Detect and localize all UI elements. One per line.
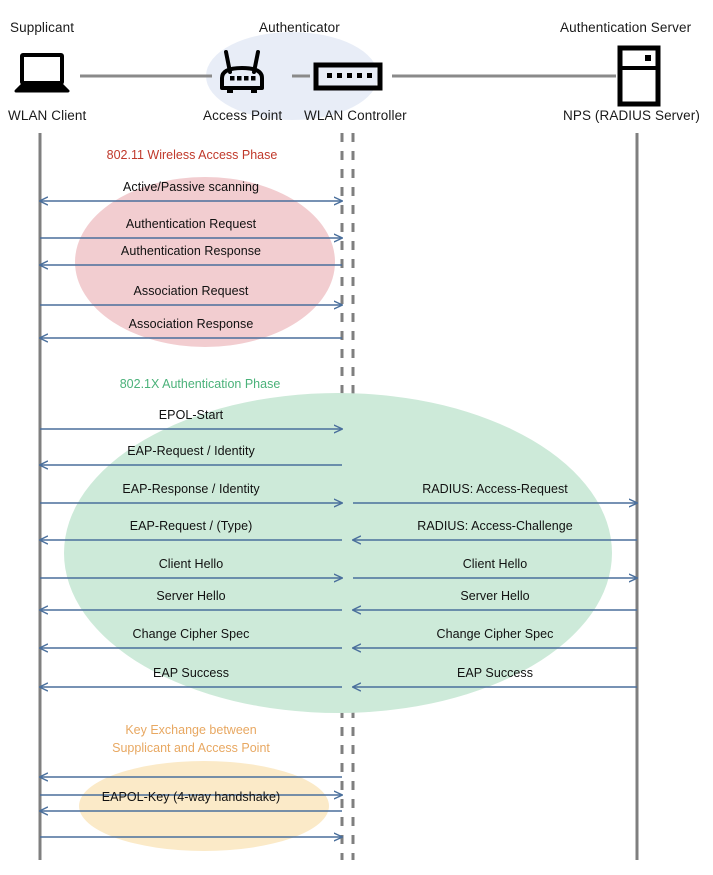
- phase-ellipse-phase-keyexchange: [79, 761, 329, 851]
- actor-name-radius-server: NPS (RADIUS Server): [563, 108, 700, 123]
- phase-label-80211: 802.11 Wireless Access Phase: [107, 146, 278, 164]
- message-label-left-10: Server Hello: [156, 589, 226, 603]
- message-label-left-6: EAP-Request / Identity: [127, 444, 255, 458]
- actor-role-authenticator: Authenticator: [259, 20, 340, 35]
- phase-label-line: 802.1X Authentication Phase: [119, 377, 281, 391]
- phase-label-keyexchange: Key Exchange between Supplicant and Acce…: [112, 721, 270, 757]
- actor-name-wlan-controller: WLAN Controller: [304, 108, 407, 123]
- message-label-right-1: RADIUS: Access-Challenge: [417, 519, 573, 533]
- message-label-left-1: Authentication Request: [125, 217, 257, 231]
- actor-name-wlan-client: WLAN Client: [8, 108, 87, 123]
- message-arrow-group: [40, 201, 637, 837]
- phase-label-8021x: 802.1X Authentication Phase: [120, 375, 281, 393]
- message-label-left-12: EAP Success: [152, 666, 230, 680]
- phase-ellipse-phase-8021x: [64, 393, 612, 713]
- message-label-left-8: EAP-Request / (Type): [129, 519, 253, 533]
- actor-role-supplicant: Supplicant: [10, 20, 75, 35]
- network-switch-icon: [313, 62, 383, 91]
- phase-label-line: Key Exchange between: [125, 723, 257, 737]
- message-label-left-9: Client Hello: [158, 557, 224, 571]
- message-label-left-15: EAPOL-Key (4-way handshake): [101, 790, 281, 804]
- message-label-left-5: EPOL-Start: [158, 408, 224, 422]
- message-label-left-4: Association Response: [128, 317, 254, 331]
- message-label-left-3: Association Request: [133, 284, 249, 298]
- message-label-right-4: Change Cipher Spec: [436, 627, 554, 641]
- server-rack-icon: [617, 45, 661, 107]
- message-label-right-2: Client Hello: [462, 557, 528, 571]
- message-label-left-7: EAP-Response / Identity: [122, 482, 260, 496]
- message-label-right-3: Server Hello: [460, 589, 530, 603]
- actor-name-access-point: Access Point: [203, 108, 283, 123]
- message-label-right-0: RADIUS: Access-Request: [422, 482, 568, 496]
- message-label-left-2: Authentication Response: [120, 244, 262, 258]
- message-label-left-0: Active/Passive scanning: [123, 180, 259, 194]
- phase-label-line: 802.11 Wireless Access Phase: [106, 148, 278, 162]
- phase-label-line: Supplicant and Access Point: [112, 741, 270, 755]
- message-label-left-11: Change Cipher Spec: [132, 627, 250, 641]
- laptop-icon: [14, 53, 70, 93]
- actor-role-auth-server: Authentication Server: [560, 20, 692, 35]
- wireless-router-icon: [220, 50, 264, 93]
- message-label-right-5: EAP Success: [456, 666, 534, 680]
